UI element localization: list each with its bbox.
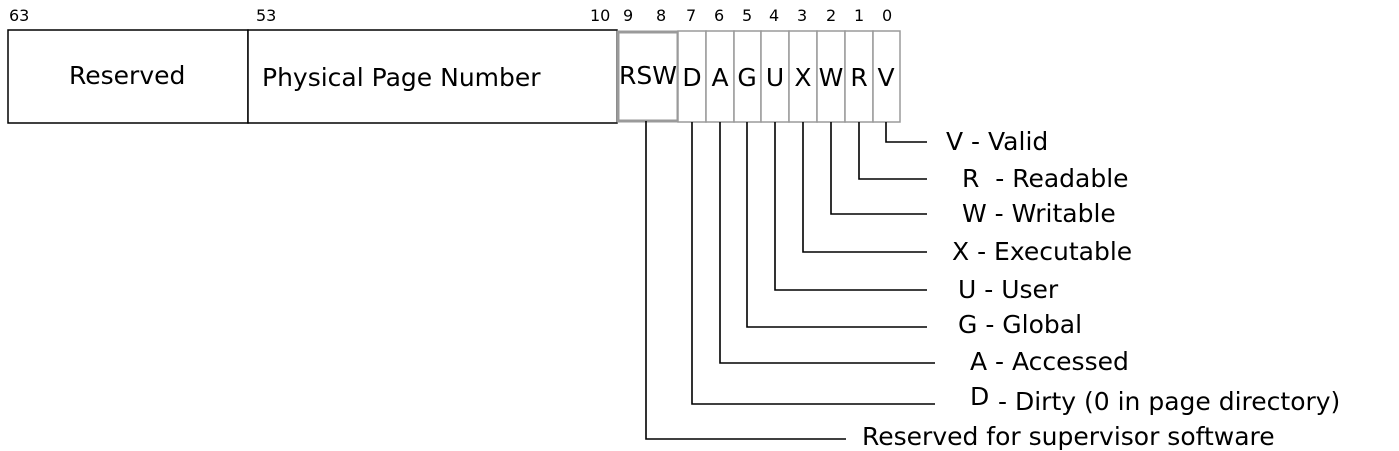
ppn-field-box [247,29,618,124]
d-flag-label: D [682,63,701,92]
bit-number-8: 8 [656,6,666,25]
legend-global: G - Global [958,310,1082,339]
legend: V - Valid R - Readable W - Writable X - … [862,127,1340,451]
g-leader-line [746,122,927,328]
legend-dirty-text: - Dirty (0 in page directory) [998,387,1340,416]
bit-number-63: 63 [9,6,29,25]
reserved-field-label: Reserved [69,61,185,90]
field-boxes [7,29,901,124]
g-flag-label: G [737,63,756,92]
r-flag-box [844,30,874,123]
d-leader-line [691,122,935,405]
reserved-field-box [7,29,249,124]
x-flag-label: X [794,63,811,92]
bit-numbers: 63 53 10 9 8 7 6 5 4 3 2 1 0 [9,6,892,25]
legend-supervisor: Reserved for supervisor software [862,422,1275,451]
legend-user: U - User [958,275,1059,304]
bit-number-5: 5 [742,6,752,25]
rsw-field-label: RSW [619,61,677,90]
legend-valid: V - Valid [946,127,1048,156]
v-leader-line [885,122,927,143]
u-flag-label: U [766,63,784,92]
legend-accessed: A - Accessed [970,347,1129,376]
rsw-leader-line [645,121,846,440]
x-leader-line [802,122,927,253]
bit-number-53: 53 [256,6,276,25]
legend-executable: X - Executable [952,237,1132,266]
x-flag-box [788,30,818,123]
ppn-field-label: Physical Page Number [262,63,541,92]
legend-dirty-letter: D [970,382,989,411]
bit-number-6: 6 [714,6,724,25]
leader-lines [645,121,935,440]
g-flag-box [733,30,762,123]
legend-readable: R - Readable [962,164,1129,193]
u-leader-line [774,122,927,291]
w-leader-line [830,122,927,215]
bit-number-9: 9 [623,6,633,25]
bit-number-7: 7 [686,6,696,25]
bit-number-4: 4 [769,6,779,25]
bit-number-10: 10 [590,6,610,25]
v-flag-box [872,30,901,123]
w-flag-label: W [819,63,844,92]
rsw-field-box [616,30,680,123]
r-leader-line [858,122,927,180]
bit-number-2: 2 [826,6,836,25]
a-flag-label: A [711,63,728,92]
bit-number-1: 1 [854,6,864,25]
field-labels: Reserved Physical Page Number RSW D A G … [69,61,895,92]
a-leader-line [719,122,935,364]
r-flag-label: R [850,63,867,92]
v-flag-label: V [877,63,894,92]
legend-writable: W - Writable [962,199,1116,228]
bit-number-3: 3 [797,6,807,25]
bit-number-0: 0 [882,6,892,25]
